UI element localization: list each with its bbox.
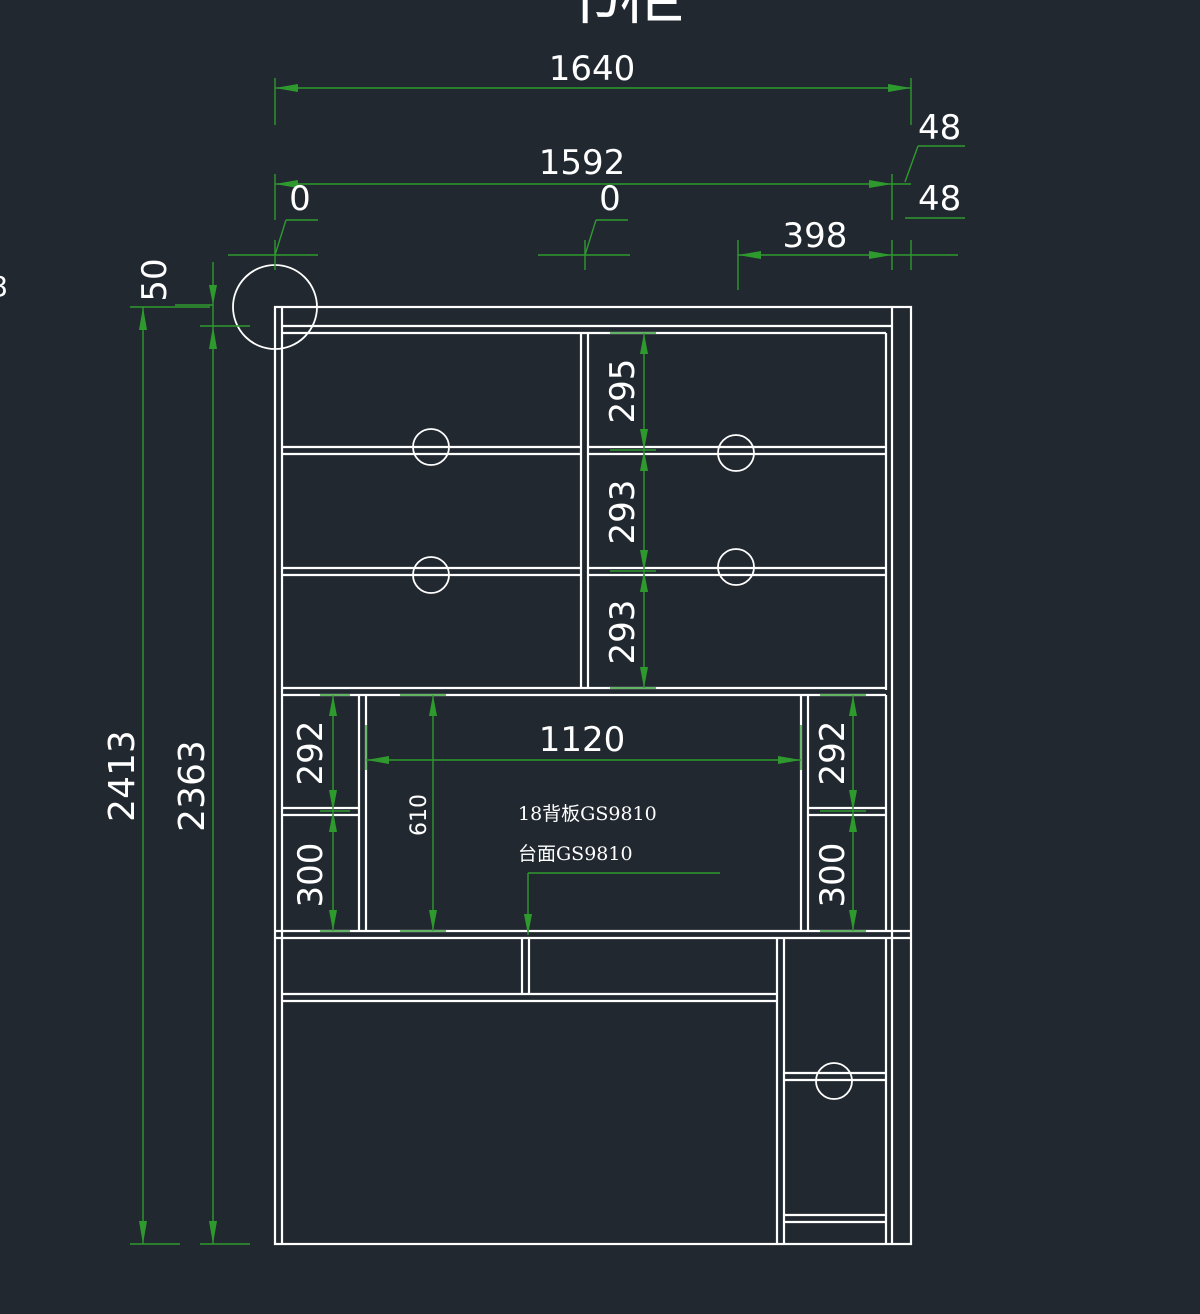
dim-right-upper: 292: [813, 721, 853, 786]
annotation-notes: 18背板GS9810 台面GS9810: [518, 803, 657, 865]
note-countertop: 台面GS9810: [518, 843, 633, 865]
drawing-title: 书柜: [556, 0, 684, 34]
dim-left-lower: 300: [291, 843, 331, 908]
note-back-panel: 18背板GS9810: [518, 803, 657, 825]
handle-hole-icon: [412, 428, 450, 466]
dim-side-thick-bottom: 48: [918, 179, 961, 219]
dim-shelf-1: 295: [603, 359, 643, 424]
handle-hole-icon: [412, 556, 450, 594]
handle-holes: [232, 264, 853, 1100]
dim-edge-fragment: 8: [0, 270, 8, 303]
handle-hole-icon: [717, 434, 755, 472]
dim-inner-height: 2363: [172, 740, 213, 832]
dim-niche-height: 610: [407, 794, 432, 836]
dimension-lines: [130, 78, 965, 1245]
dim-niche-width: 1120: [539, 720, 626, 760]
dim-inner-width: 1592: [539, 143, 626, 183]
dim-right-lower: 300: [813, 843, 853, 908]
dim-shelf-2: 293: [603, 480, 643, 545]
dim-left-upper: 292: [291, 721, 331, 786]
dim-shelf-3: 293: [603, 600, 643, 665]
dim-zero-mid: 0: [599, 179, 621, 219]
dim-side-thick-top: 48: [918, 108, 961, 148]
dim-overall-width: 1640: [549, 49, 636, 89]
dim-overall-height: 2413: [102, 730, 143, 822]
handle-hole-icon: [815, 1062, 853, 1100]
dim-top-gap: 50: [135, 258, 175, 301]
dimension-labels: 1640 1592 48 48 0 0 398 8 50 2413 2363 2…: [0, 49, 961, 907]
cabinet-frame: [273, 305, 913, 1246]
dim-right-offset: 398: [783, 216, 848, 256]
dim-zero-left: 0: [289, 179, 311, 219]
handle-hole-icon: [717, 548, 755, 586]
